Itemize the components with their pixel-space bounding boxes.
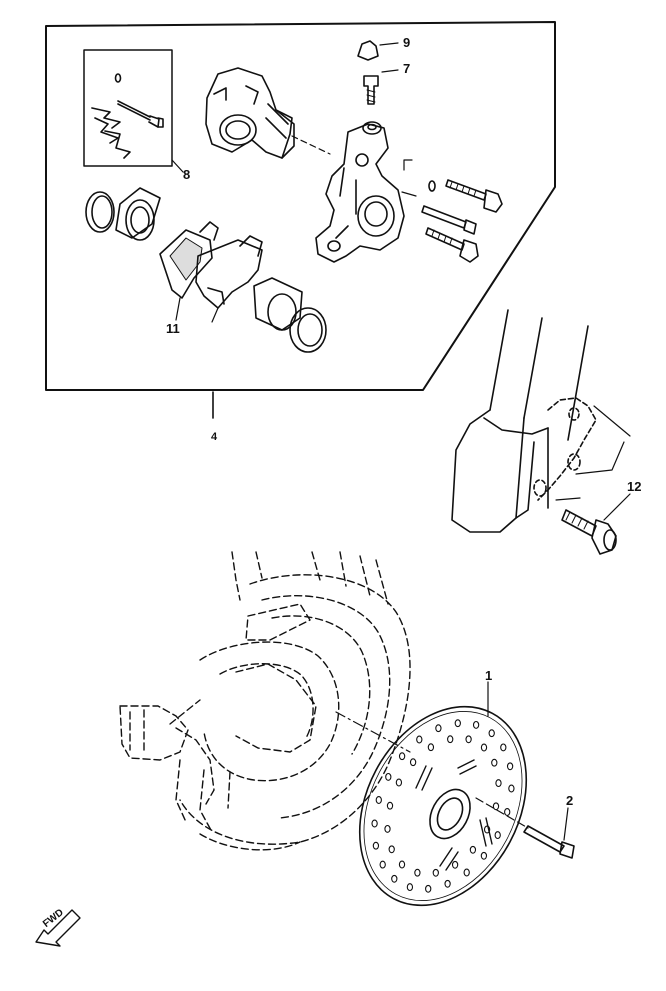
- piston-seal-b: [289, 307, 327, 353]
- disc-vent-hole: [494, 831, 501, 840]
- bleed-screw: [363, 75, 379, 105]
- caliper-assembly-frame: [45, 21, 556, 391]
- disc-vent-hole: [435, 724, 442, 733]
- bleeder-cap: [357, 40, 379, 61]
- disc-vent-hole: [488, 729, 495, 738]
- caliper-body: [315, 123, 405, 263]
- disc-vent-hole: [384, 824, 391, 833]
- caliper-bracket: [205, 67, 293, 159]
- leader-11: [175, 297, 181, 321]
- disc-vent-hole: [414, 868, 421, 877]
- piston-b: [253, 277, 303, 331]
- slide-pin: [421, 205, 477, 235]
- disc-vent-hole: [406, 883, 414, 892]
- leader-2: [563, 807, 569, 841]
- callout-4: 4: [211, 431, 218, 443]
- disc-vent-hole: [388, 845, 395, 854]
- disc-vent-hole: [483, 825, 491, 834]
- disc-vent-hole: [472, 720, 480, 729]
- disc-center-line: [335, 711, 411, 753]
- disc-vent-hole: [379, 860, 386, 869]
- disc-vent-hole: [432, 868, 439, 877]
- fwd-arrow: [35, 909, 81, 947]
- disc-vent-hole: [491, 758, 498, 767]
- callout-1: 1: [485, 668, 493, 683]
- kit-slide-pin: [117, 100, 160, 128]
- leader-12: [603, 493, 631, 521]
- disc-vent-hole: [500, 743, 507, 752]
- disc-vent-hole: [508, 784, 515, 793]
- disc-vent-hole: [416, 735, 423, 744]
- disc-vent-hole: [425, 884, 432, 893]
- disc-vent-hole: [395, 778, 403, 787]
- disc-vent-hole: [480, 851, 488, 860]
- piston-a: [115, 187, 161, 239]
- callout-9: 9: [403, 35, 411, 50]
- callout-8: 8: [183, 167, 191, 182]
- disc-bolt: [523, 825, 575, 859]
- caliper-bolt-lower: [425, 227, 479, 263]
- caliper-bolt-upper: [445, 179, 503, 213]
- disc-vent-hole: [504, 808, 511, 816]
- disc-vent-hole: [469, 845, 477, 854]
- bolt-oring: [428, 180, 436, 192]
- disc-vent-hole: [454, 719, 461, 728]
- front-fork-leg: [489, 309, 589, 441]
- disc-vent-hole: [463, 868, 470, 877]
- disc-vent-hole: [447, 735, 454, 744]
- kit-leader-8: [171, 159, 184, 173]
- disc-vent-hole: [398, 752, 406, 761]
- disc-vent-hole: [444, 879, 451, 888]
- callout-7: 7: [403, 61, 411, 76]
- disc-vent-hole: [409, 758, 417, 767]
- leader-9: [379, 42, 399, 46]
- callout-2: 2: [566, 793, 574, 808]
- callout-12: 12: [627, 479, 642, 494]
- disc-vent-hole: [492, 802, 500, 811]
- disc-vent-hole: [372, 841, 380, 850]
- disc-vent-hole: [371, 819, 378, 828]
- pin-kit-box: [83, 49, 173, 167]
- disc-vent-hole: [385, 772, 392, 781]
- brake-disc: [358, 705, 528, 907]
- disc-vent-hole: [386, 801, 394, 810]
- wheel-phantom: [119, 551, 411, 851]
- disc-vent-hole: [465, 735, 472, 744]
- disc-vent-hole: [391, 874, 398, 883]
- disc-vent-hole: [495, 779, 502, 788]
- brake-pad-right: [195, 239, 263, 309]
- disc-vent-hole: [506, 762, 514, 771]
- brake-pad-left: [159, 229, 213, 299]
- disc-vent-hole: [451, 860, 459, 869]
- leader-7: [381, 69, 399, 73]
- disc-vent-hole: [398, 860, 406, 869]
- disc-vent-hole: [375, 796, 382, 804]
- disc-vent-hole: [427, 743, 435, 752]
- kit-boot: [91, 107, 131, 159]
- piston-seal-a: [85, 191, 115, 233]
- callout-11: 11: [166, 321, 180, 336]
- bolt-center-line: [475, 797, 529, 829]
- disc-vent-hole: [480, 743, 488, 752]
- mounting-bolt: [561, 509, 617, 555]
- kit-oring: [114, 73, 122, 83]
